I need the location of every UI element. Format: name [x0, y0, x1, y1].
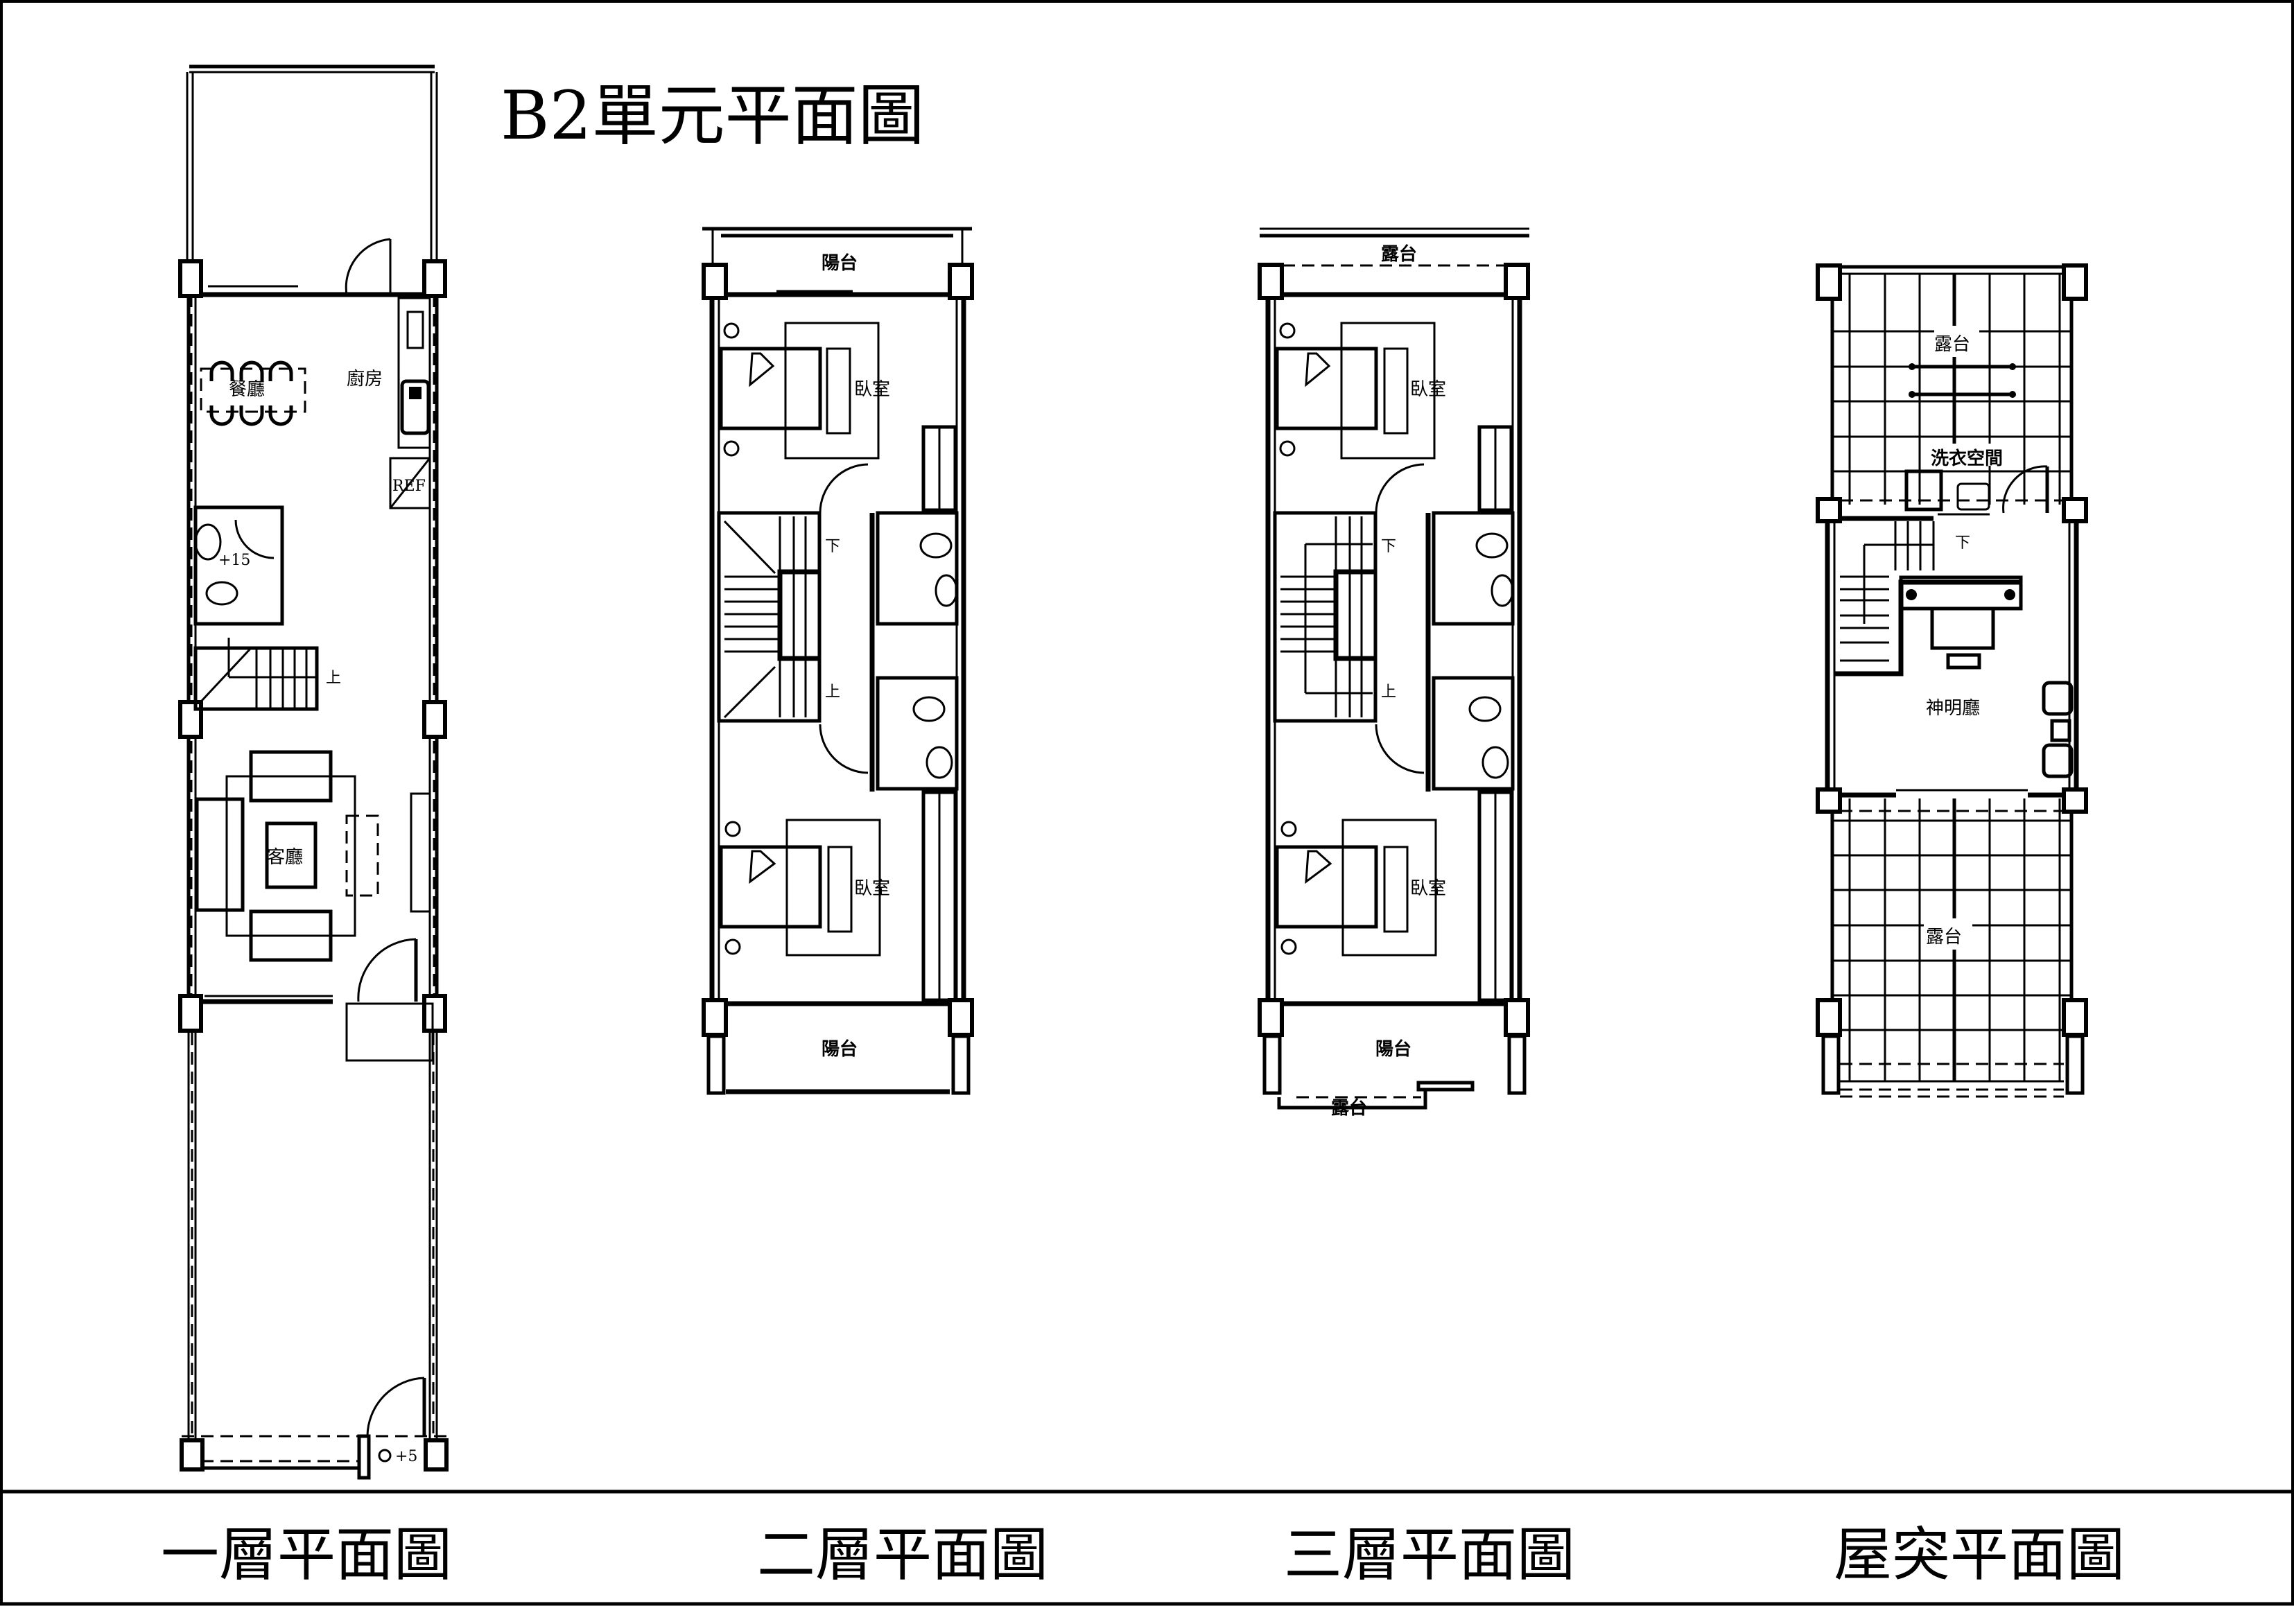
- room-label-bedroom-rear-f3: 臥室: [1410, 878, 1446, 899]
- room-label-kitchen: 廚房: [347, 369, 383, 390]
- room-label-bedroom-front-f2: 臥室: [854, 379, 890, 400]
- room-label-terrace-front-f3: 露台: [1381, 243, 1417, 265]
- stair-down-label-f3: 下: [1381, 538, 1396, 555]
- room-label-balcony-rear-f2: 陽台: [822, 1038, 858, 1060]
- room-label-living: 客廳: [267, 847, 303, 868]
- floor-plan-1: 餐廳 廚房 REF +15 上: [178, 64, 449, 1480]
- floor-plan-2: 陽台 臥室: [702, 227, 974, 1095]
- floor-plan-3: 露台 臥室: [1258, 227, 1530, 1119]
- room-label-dining: 餐廳: [229, 379, 265, 400]
- terrace-grid-front: [1834, 274, 2071, 505]
- room-label-balcony-rear-f3: 陽台: [1375, 1038, 1411, 1060]
- stair-down-label-f2: 下: [825, 538, 840, 555]
- room-label-shrine-hall: 神明廳: [1926, 698, 1980, 719]
- stair-down-label-roof: 下: [1955, 534, 1970, 552]
- bath-level-label: +15: [218, 552, 250, 569]
- caption-floor-2: 二層平面圖: [757, 1521, 1048, 1589]
- stair-up-label-f2: 上: [825, 683, 840, 701]
- caption-floor-3: 三層平面圖: [1284, 1521, 1575, 1589]
- room-label-balcony-front-f2: 陽台: [822, 252, 858, 274]
- sheet-title: B2單元平面圖: [501, 77, 925, 155]
- stair-up-label-f3: 上: [1381, 683, 1396, 701]
- room-label-bedroom-front-f3: 臥室: [1410, 379, 1446, 400]
- caption-floor-1: 一層平面圖: [161, 1521, 452, 1589]
- floor-plan-roof: 露台 洗衣空間: [1816, 263, 2088, 1098]
- caption-roof: 屋突平面圖: [1834, 1521, 2125, 1589]
- terrace-grid-rear: [1834, 798, 2071, 1081]
- room-label-terrace-rear-roof: 露台: [1926, 927, 1962, 948]
- room-label-terrace-rear-f3: 露台: [1331, 1097, 1367, 1119]
- stair-up-label-f1: 上: [326, 670, 341, 687]
- entry-level-label: +5: [395, 1448, 417, 1465]
- fridge-label: REF: [392, 478, 426, 495]
- room-label-laundry: 洗衣空間: [1931, 448, 2003, 469]
- room-label-bedroom-rear-f2: 臥室: [854, 878, 890, 899]
- room-label-terrace-front-roof: 露台: [1934, 334, 1970, 355]
